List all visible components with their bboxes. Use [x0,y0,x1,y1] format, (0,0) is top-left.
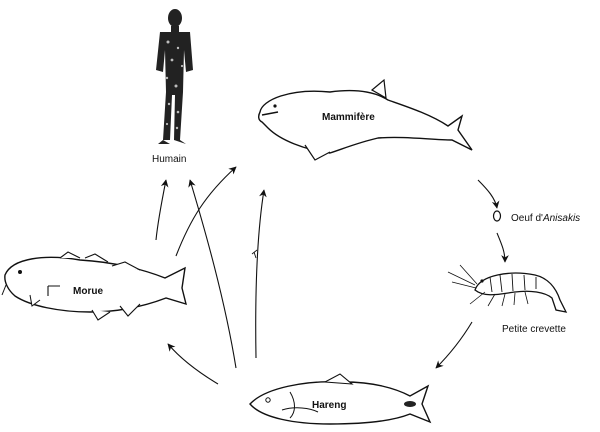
arrow-herring-to-human [188,179,237,369]
herring-icon [249,373,432,425]
whale-icon [257,78,473,161]
label-egg: Oeuf d'Anisakis [511,213,580,224]
label-cod: Morue [73,286,103,297]
label-egg-species: Anisakis [542,213,580,224]
arrow-cod-to-human [155,179,169,241]
cod-icon [1,251,187,321]
label-mammal: Mammifère [322,112,375,123]
arrow-cod-to-mammal [175,166,237,257]
arrow-herring-to-cod [167,343,219,385]
label-herring: Hareng [312,400,346,411]
label-egg-prefix: Oeuf d' [511,213,543,224]
arrow-egg-to-shrimp [496,232,509,263]
small-mark [251,249,258,259]
egg-icon [492,210,502,222]
human-figure-icon [156,9,193,144]
shrimp-icon [447,264,568,313]
label-human: Humain [152,154,186,165]
arrow-shrimp-to-herring [435,321,473,369]
label-shrimp: Petite crevette [502,324,566,335]
arrow-mammal-to-egg [477,179,500,209]
arrow-herring-to-mammal [255,189,267,359]
